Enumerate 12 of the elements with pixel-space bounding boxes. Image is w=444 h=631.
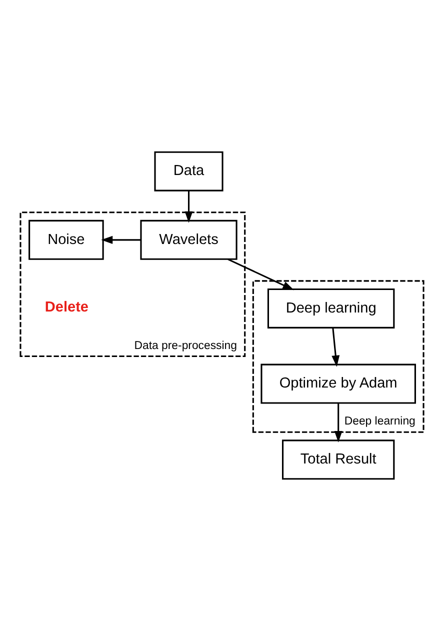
node-box: Total Result: [282, 440, 395, 480]
node-box: Optimize by Adam: [260, 364, 416, 404]
node-box: Wavelets: [140, 220, 238, 260]
node-box: Noise: [28, 220, 104, 260]
arrow: [101, 236, 141, 244]
arrow: [332, 328, 340, 367]
arrow: [334, 403, 342, 442]
arrow: [184, 190, 193, 223]
arrow: [228, 258, 294, 290]
node-box: Deep learning: [267, 288, 395, 328]
node-label: Delete: [44, 299, 89, 316]
node-box: Data: [154, 151, 224, 192]
